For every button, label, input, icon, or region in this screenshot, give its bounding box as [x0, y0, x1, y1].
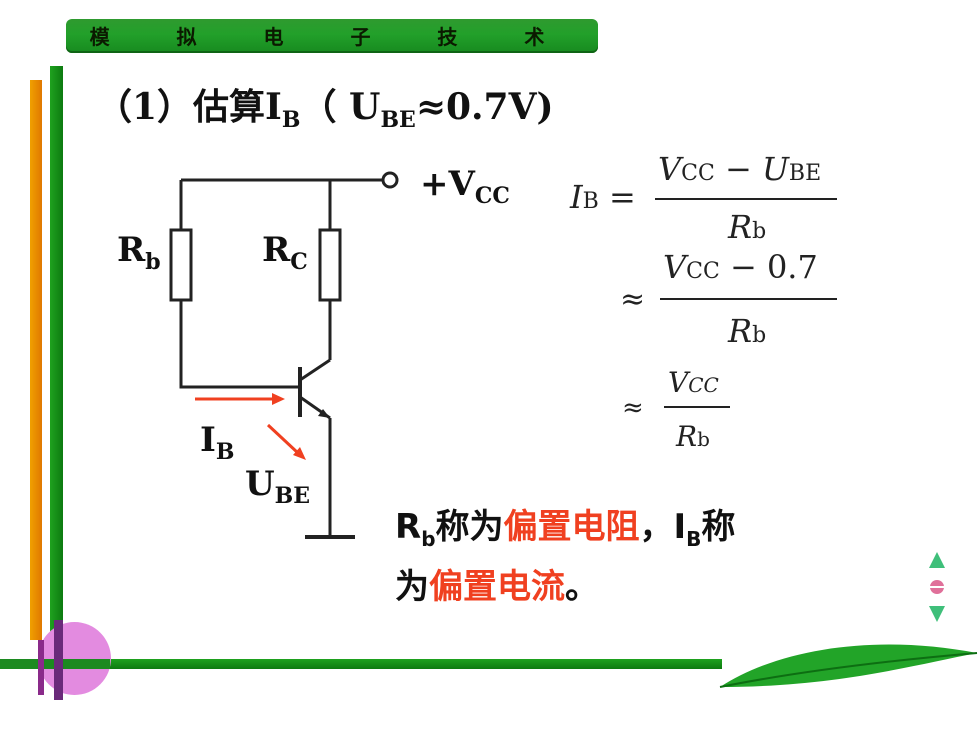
- formula1-denominator: Rb: [728, 208, 767, 246]
- formula3-fraction-bar: [664, 406, 730, 408]
- header-title: 模 拟 电 子 技 术: [89, 25, 575, 49]
- section-heading: （1）估算IB（ UBE≈0.7V): [96, 78, 554, 133]
- corner-cross-decoration: [0, 620, 110, 700]
- header-bar: [66, 19, 598, 53]
- heading-prefix: （1）估算I: [96, 86, 282, 128]
- nav-up-icon[interactable]: [927, 550, 947, 570]
- formula-lhs: IB =: [570, 178, 636, 216]
- formula2-fraction-bar: [660, 298, 837, 300]
- bottom-green-bar: [0, 659, 722, 669]
- vcc-label: +VCC: [420, 164, 510, 209]
- definition-note: Rb称为偏置电阻，IB称 为偏置电流。: [395, 507, 736, 607]
- heading-condition-value: ≈0.7V): [415, 86, 554, 128]
- ib-label: IB: [200, 420, 235, 465]
- rb-label: Rb: [117, 230, 161, 275]
- heading-prefix-sub: B: [281, 107, 301, 134]
- formula3-denominator: Rb: [676, 420, 710, 453]
- rc-label: RC: [262, 230, 308, 275]
- nav-home-icon[interactable]: [927, 577, 947, 597]
- approx-symbol-1: ≈: [620, 282, 646, 317]
- corner-circle-decoration: [38, 622, 111, 695]
- formula2-numerator: VCC − 0.7: [663, 248, 818, 286]
- ube-label: UBE: [245, 464, 311, 509]
- formula1-fraction-bar: [655, 198, 837, 200]
- left-green-bar: [50, 66, 63, 656]
- left-orange-bar: [30, 80, 42, 640]
- nav-down-icon[interactable]: [927, 604, 947, 624]
- formula1-numerator: VCC − UBE: [658, 150, 822, 188]
- heading-condition: （ U: [300, 86, 381, 128]
- leaf-decoration: [719, 644, 978, 688]
- heading-condition-sub: BE: [380, 107, 416, 134]
- circuit-diagram: [169, 171, 399, 539]
- formula2-denominator: Rb: [728, 312, 767, 350]
- approx-symbol-2: ≈: [622, 393, 644, 423]
- formula3-numerator: VCC: [668, 366, 719, 399]
